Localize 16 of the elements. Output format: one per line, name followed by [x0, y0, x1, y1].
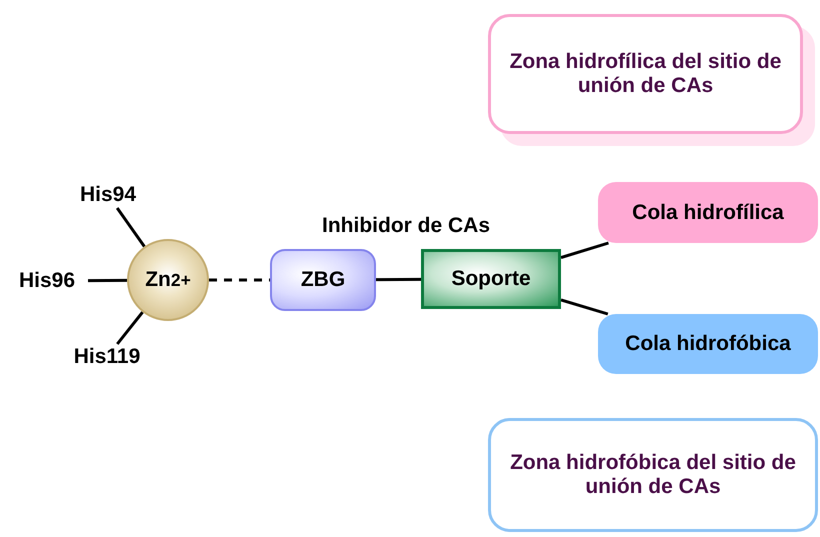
connector-line — [560, 242, 609, 259]
connector-line — [88, 278, 128, 282]
connector-line — [116, 311, 144, 345]
connector-line — [376, 278, 422, 282]
zbg-box: ZBG — [270, 249, 376, 311]
dashed-line — [209, 278, 270, 282]
tail-box: Cola hidrofóbica — [598, 314, 818, 374]
zone-box: Zona hidrofóbica del sitio de unión de CAs — [488, 418, 818, 532]
tail-box: Cola hidrofílica — [598, 182, 818, 243]
group-label: Inhibidor de CAs — [321, 214, 491, 238]
connector-line — [116, 207, 146, 248]
residue-label: His96 — [6, 268, 88, 294]
residue-label: His119 — [62, 344, 152, 370]
residue-label: His94 — [68, 182, 148, 208]
connector-line — [560, 298, 608, 316]
scaffold-box: Soporte — [421, 249, 561, 309]
